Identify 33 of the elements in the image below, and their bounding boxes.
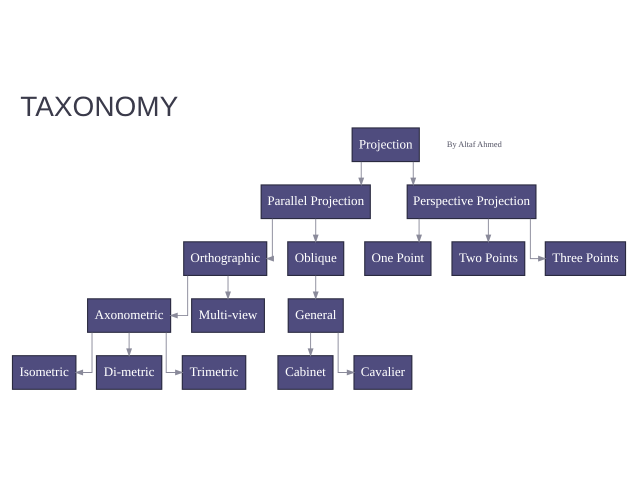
node-box: Parallel Projection xyxy=(260,184,371,219)
label: By Altaf Ahmed xyxy=(446,139,502,148)
arrow xyxy=(410,160,416,186)
node-box: Perspective Projection xyxy=(406,184,537,219)
node-box: Multi-view xyxy=(191,298,265,332)
arrow xyxy=(485,218,492,242)
arrow xyxy=(308,332,314,356)
node-box: Isometric xyxy=(12,354,76,390)
arrow xyxy=(166,332,184,375)
node-box: Cabinet xyxy=(277,354,334,390)
arrow xyxy=(266,218,274,262)
diagram-title: TAXONOMY xyxy=(20,90,178,122)
arrow xyxy=(312,218,319,242)
arrow xyxy=(358,160,364,186)
arrow xyxy=(416,218,422,242)
node-box: Trimetric xyxy=(182,354,246,390)
arrow xyxy=(312,274,319,300)
node-box: Oblique xyxy=(287,240,344,276)
arrow xyxy=(225,274,231,300)
arrow xyxy=(338,332,356,375)
node-box: One Point xyxy=(364,240,432,276)
node-box: Cavalier xyxy=(353,354,412,390)
node-box: Orthographic xyxy=(183,240,268,276)
arrow xyxy=(74,332,92,375)
node-box: General xyxy=(288,298,344,332)
node-box: Di-metric xyxy=(96,354,162,390)
node-box: Two Points xyxy=(451,240,526,276)
arrow xyxy=(169,274,188,318)
arrow xyxy=(530,218,547,262)
node-box: Projection xyxy=(352,126,420,162)
node-box: Three Points xyxy=(544,240,626,276)
arrow xyxy=(126,332,132,356)
node-box: Axonometric xyxy=(87,298,172,332)
